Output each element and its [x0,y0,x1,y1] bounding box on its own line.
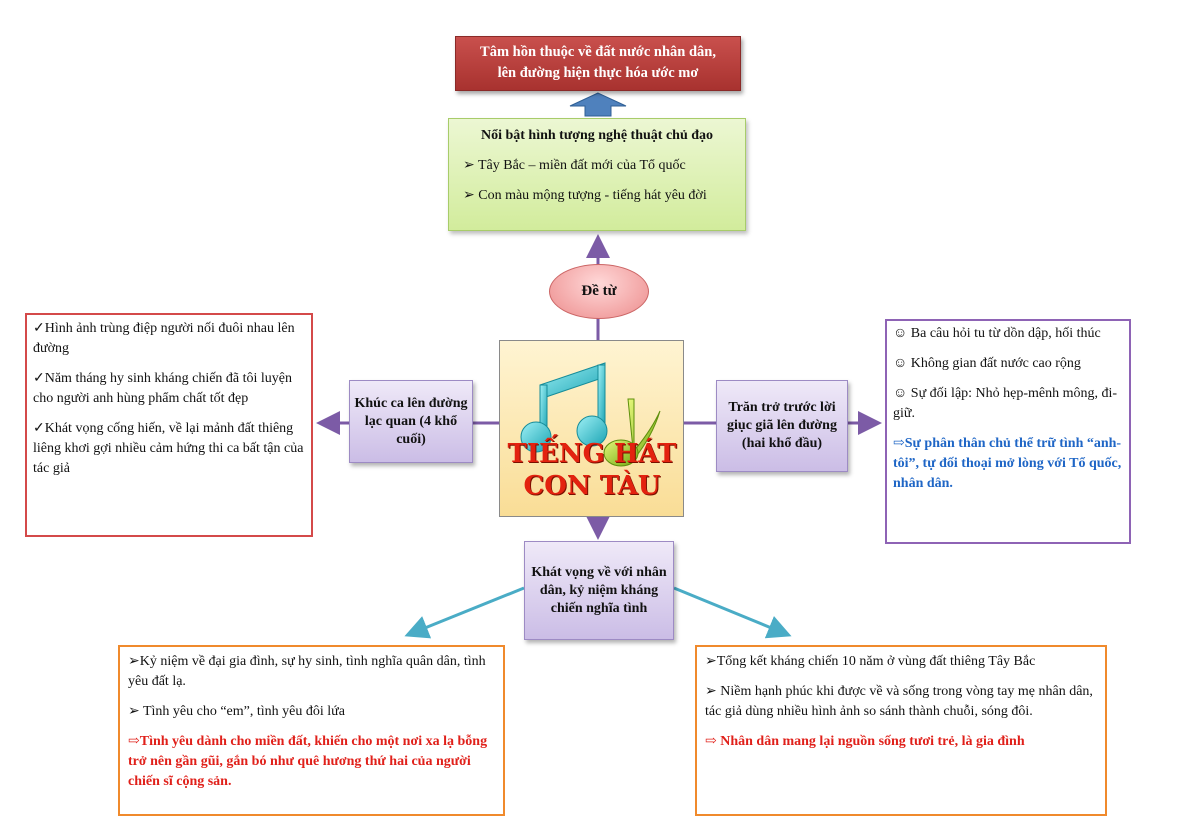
last-stanzas-notes: ✓Hình ảnh trùng điệp người nối đuôi nhau… [25,313,313,537]
people-notes: ➢Tổng kết kháng chiến 10 năm ở vùng đất … [695,645,1107,816]
first-stanzas-notes: ☺ Ba câu hỏi tu từ dồn dập, hối thúc ☺ K… [885,319,1131,544]
note-item: ☺ Sự đối lập: Nhỏ hẹp-mênh mông, đi-giữ. [893,386,1118,421]
goal-line-1: Tâm hồn thuộc về đất nước nhân dân, [480,44,716,60]
goal-box: Tâm hồn thuộc về đất nước nhân dân, lên … [455,36,741,91]
note-conclusion: ⇨ Nhân dân mang lại nguồn sống tươi trẻ,… [705,734,1025,749]
note-item: ✓Năm tháng hy sinh kháng chiến đã tôi lu… [33,371,293,406]
section-box-aspiration: Khát vọng về với nhân dân, kỷ niệm kháng… [524,541,674,640]
music-note-icon [520,362,661,467]
poem-title-image: TIẾNG HÁT CON TÀU [499,340,684,517]
note-item: ➢ Niềm hạnh phúc khi được về và sống tro… [705,684,1093,719]
note-item: ➢ Tình yêu cho “em”, tình yêu đôi lứa [128,704,345,719]
epigraph-oval: Đề từ [549,264,649,319]
goal-line-2: lên đường hiện thực hóa ước mơ [497,65,699,81]
note-item: ✓Khát vọng cống hiến, về lại mảnh đất th… [33,421,304,476]
main-images-title: Nổi bật hình tượng nghệ thuật chủ đạo [480,128,714,143]
epigraph-label: Đề từ [581,283,617,299]
section-box-last-stanzas: Khúc ca lên đường lạc quan (4 khổ cuối) [349,380,473,463]
main-images-item: ➢ Con màu mộng tượng - tiếng hát yêu đời [463,188,707,203]
section-label: Khúc ca lên đường lạc quan (4 khổ cuối) [354,395,468,447]
note-conclusion: ⇨Sự phân thân chủ thể trữ tình “anh-tôi”… [893,436,1122,491]
section-box-first-stanzas: Trăn trở trước lời giục giã lên đường (h… [716,380,848,472]
memories-notes: ➢Kỷ niệm về đại gia đình, sự hy sinh, tì… [118,645,505,816]
connector-bottom-right [673,586,792,639]
up-arrow [569,92,627,117]
note-item: ✓Hình ảnh trùng điệp người nối đuôi nhau… [33,321,295,356]
note-item: ☺ Ba câu hỏi tu từ dồn dập, hối thúc [893,326,1101,341]
main-images-box: Nổi bật hình tượng nghệ thuật chủ đạo ➢ … [448,118,746,231]
note-item: ☺ Không gian đất nước cao rộng [893,356,1081,371]
note-item: ➢Tổng kết kháng chiến 10 năm ở vùng đất … [705,654,1036,669]
section-label: Trăn trở trước lời giục giã lên đường (h… [727,400,837,451]
connector-bottom-left [404,586,525,639]
poem-title-line-1: TIẾNG HÁT [507,439,677,469]
poem-title-line-2: CON TÀU [523,471,661,501]
note-conclusion: ⇨Tình yêu dành cho miền đất, khiến cho m… [128,734,488,789]
section-label: Khát vọng về với nhân dân, kỷ niệm kháng… [531,564,667,616]
main-images-item: ➢ Tây Bắc – miền đất mới của Tổ quốc [463,158,686,173]
note-item: ➢Kỷ niệm về đại gia đình, sự hy sinh, tì… [128,654,486,689]
